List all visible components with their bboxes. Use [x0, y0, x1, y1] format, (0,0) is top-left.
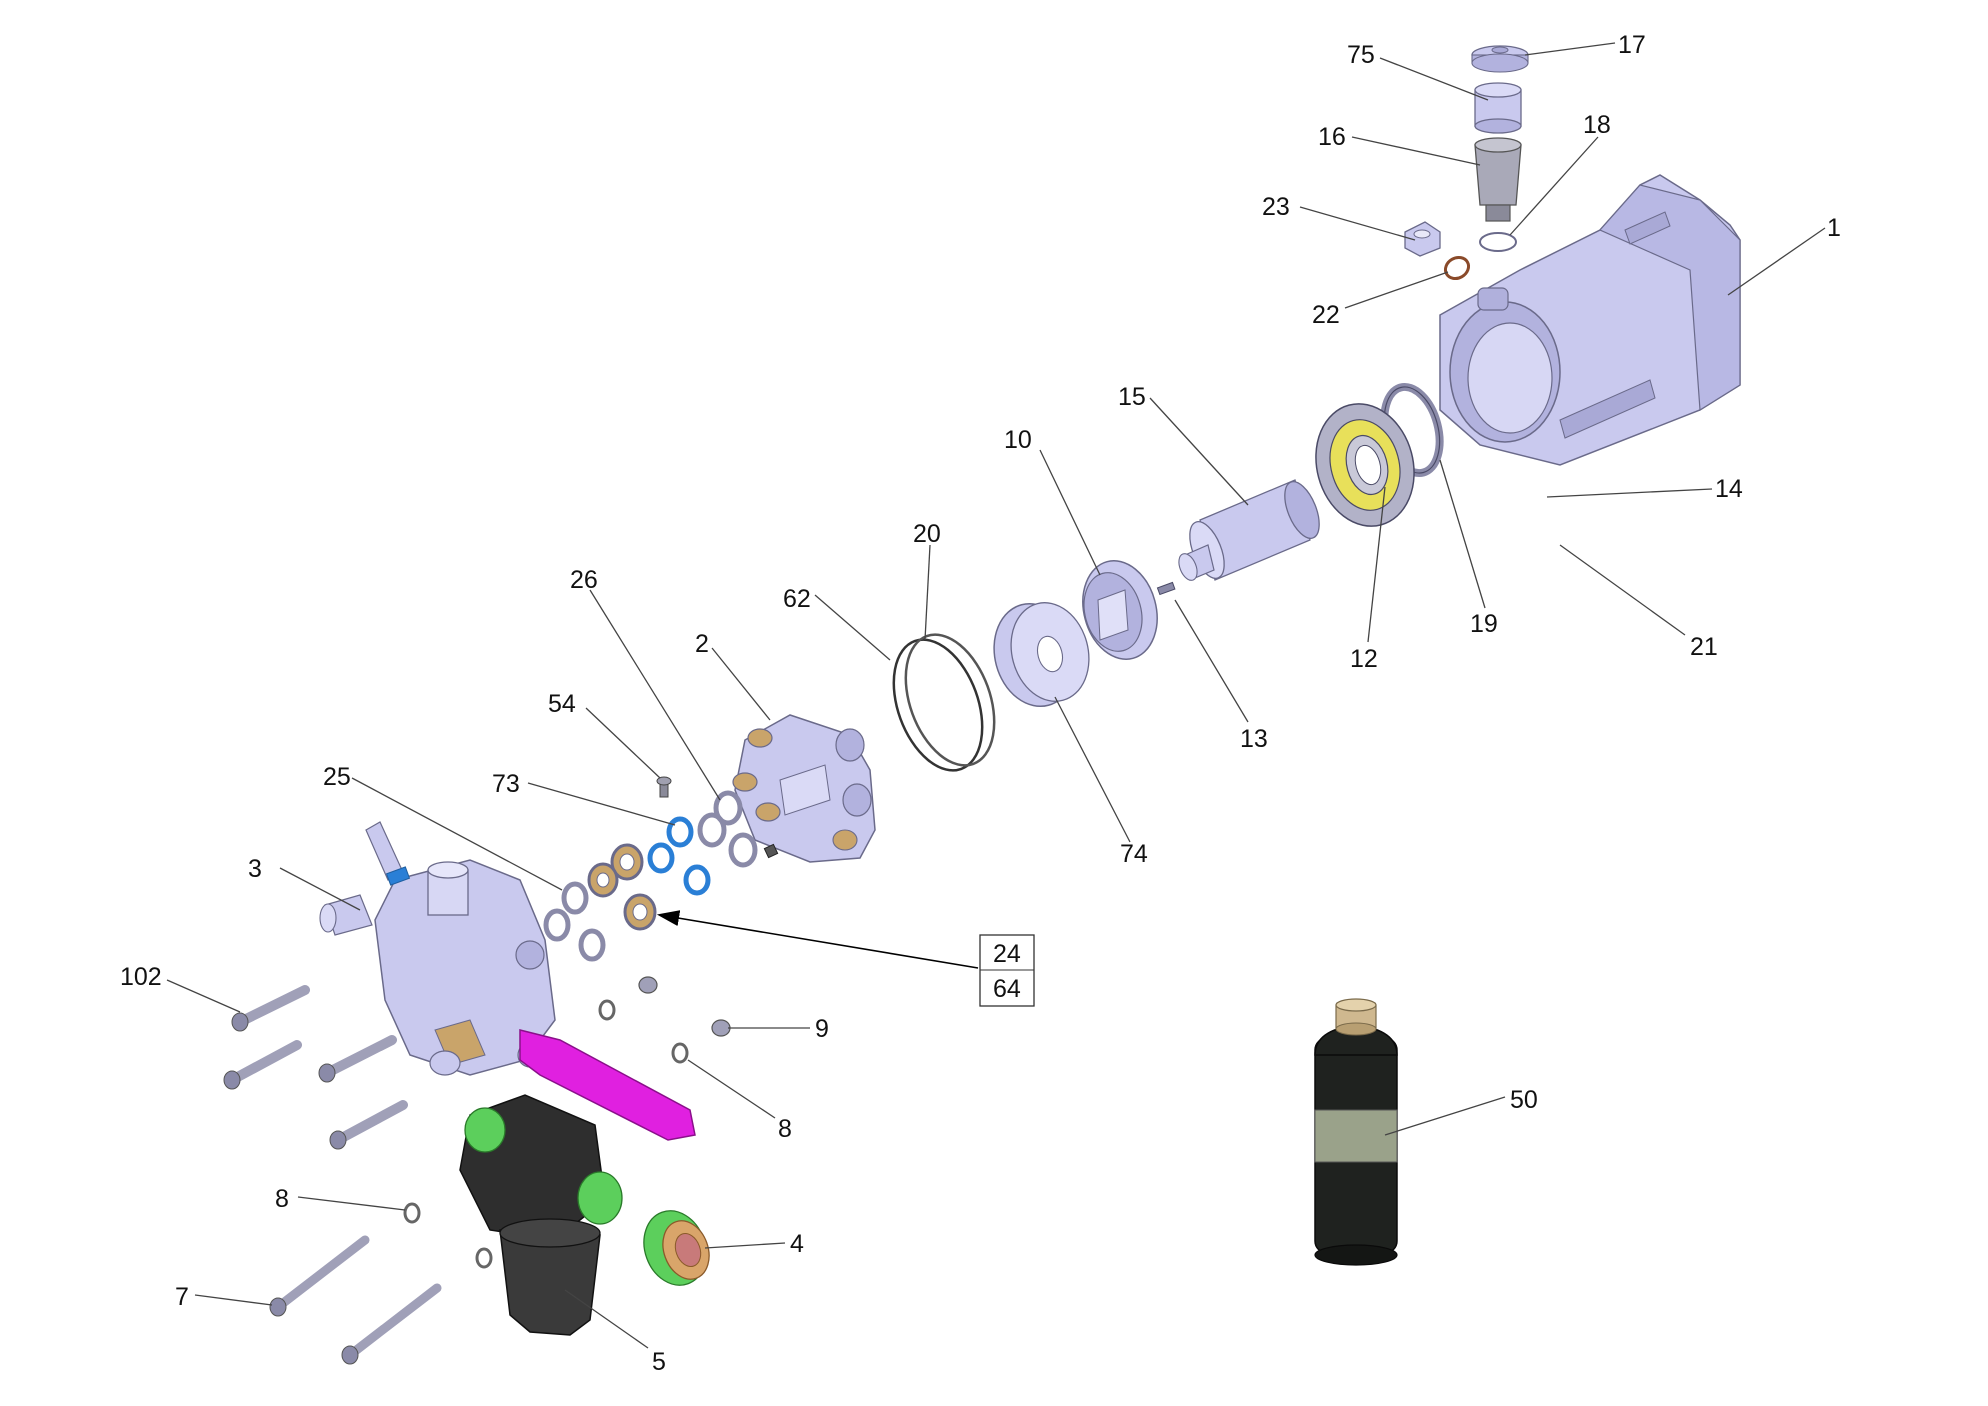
- screw-part-54-b: [763, 843, 779, 859]
- o-ring-part-18: [1479, 232, 1517, 252]
- callout-13: 13: [1240, 725, 1268, 753]
- bottle-part-50: [1314, 998, 1398, 1266]
- callout-54: 54: [548, 690, 576, 718]
- boxed-callout-line2: 64: [993, 975, 1021, 1003]
- callout-14: 14: [1715, 475, 1743, 503]
- pump-housing-part-1: [1439, 174, 1741, 466]
- fitting-part-23: [1404, 221, 1441, 257]
- bolts-part-7: [269, 1235, 442, 1365]
- thrust-washer-part-74: [993, 602, 1090, 708]
- valve-insert-part-16: [1474, 137, 1522, 222]
- callout-7: 7: [175, 1283, 189, 1311]
- filter-housing-part-5: [459, 1094, 623, 1336]
- callout-9: 9: [815, 1015, 829, 1043]
- callout-18: 18: [1583, 111, 1611, 139]
- callout-26: 26: [570, 566, 598, 594]
- callout-50: 50: [1510, 1086, 1538, 1114]
- washers-part-25: [543, 881, 606, 962]
- blue-seals-part-73: [647, 816, 711, 896]
- callout-16: 16: [1318, 123, 1346, 151]
- boxed-callout-arrow: [656, 910, 979, 969]
- callout-3: 3: [248, 855, 262, 883]
- shaft-part-15: [1178, 479, 1320, 581]
- callout-22: 22: [1312, 301, 1340, 329]
- coupling-part-4: [643, 1210, 710, 1286]
- callout-20: 20: [913, 520, 941, 548]
- washers-part-8: [403, 999, 689, 1269]
- callout-5: 5: [652, 1348, 666, 1376]
- bearing-part-12: [1315, 403, 1415, 527]
- callout-4: 4: [790, 1230, 804, 1258]
- cylinder-part-75: [1474, 82, 1522, 134]
- callout-labels: 17 75 16 18 23 1 22 15 10 14 20 19 21 62…: [120, 31, 1841, 1376]
- washers-part-26: [697, 790, 758, 868]
- callout-23: 23: [1262, 193, 1290, 221]
- leader-lines: [166, 42, 1826, 1349]
- seal-ring-part-62: [892, 638, 984, 772]
- callout-2: 2: [695, 630, 709, 658]
- callout-10: 10: [1004, 426, 1032, 454]
- callout-8-right: 8: [778, 1115, 792, 1143]
- swash-plate-part-10: [1082, 560, 1158, 660]
- bolts-part-102: [223, 985, 408, 1150]
- callout-73: 73: [492, 770, 520, 798]
- o-ring-part-22: [1443, 255, 1471, 281]
- callout-12: 12: [1350, 645, 1378, 673]
- seal-ring-part-20: [904, 633, 996, 767]
- callout-15: 15: [1118, 383, 1146, 411]
- valve-block-part-3: [319, 821, 556, 1076]
- cap-part-17: [1471, 45, 1529, 73]
- callout-102: 102: [120, 963, 162, 991]
- bracket-magenta: [519, 1029, 696, 1141]
- tan-seals-part-24-64: [587, 843, 657, 931]
- callout-62: 62: [783, 585, 811, 613]
- callout-1: 1: [1827, 214, 1841, 242]
- callout-74: 74: [1120, 840, 1148, 868]
- callout-75: 75: [1347, 41, 1375, 69]
- nut-part-9: [638, 976, 731, 1037]
- boxed-callout-24-64: 24 64: [979, 934, 1035, 1007]
- callout-21: 21: [1690, 633, 1718, 661]
- boxed-callout-line1: 24: [993, 940, 1021, 968]
- pump-head-part-2: [732, 714, 876, 863]
- callout-25: 25: [323, 763, 351, 791]
- callout-19: 19: [1470, 610, 1498, 638]
- callout-8-left: 8: [275, 1185, 289, 1213]
- screw-part-54: [656, 776, 672, 798]
- key-part-13: [1156, 581, 1176, 596]
- callout-17: 17: [1618, 31, 1646, 59]
